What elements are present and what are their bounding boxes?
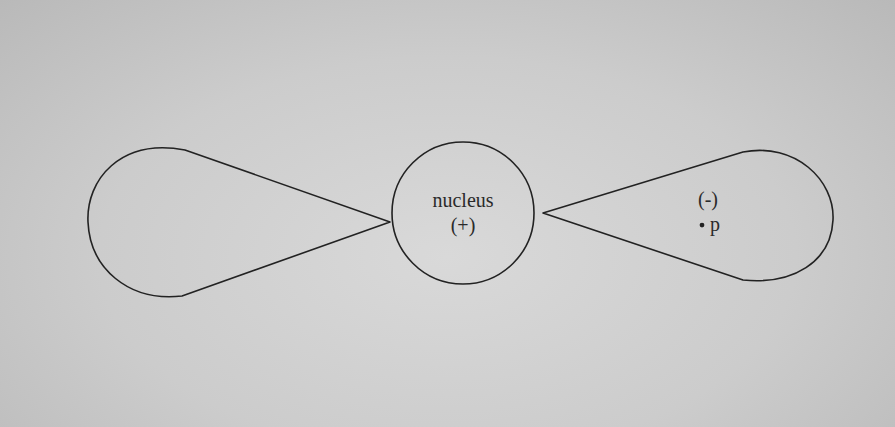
electron-dot: [700, 223, 705, 228]
charge-label: (-): [698, 187, 718, 212]
nucleus-outline: [392, 142, 534, 284]
nucleus-label: nucleus (+): [423, 188, 503, 238]
lobe-outline: [543, 150, 835, 282]
lobe-outline: [543, 150, 833, 280]
node-texts: nucleus (+): [391, 141, 535, 285]
orbital-lobe: [88, 148, 390, 297]
nucleus-circle: nucleus (+): [391, 141, 535, 285]
orbital-lobe: (-)p: [543, 150, 835, 282]
nucleus-outline: [391, 141, 535, 285]
charge-label: p: [696, 212, 720, 237]
node-texts: (-)p: [663, 170, 753, 254]
